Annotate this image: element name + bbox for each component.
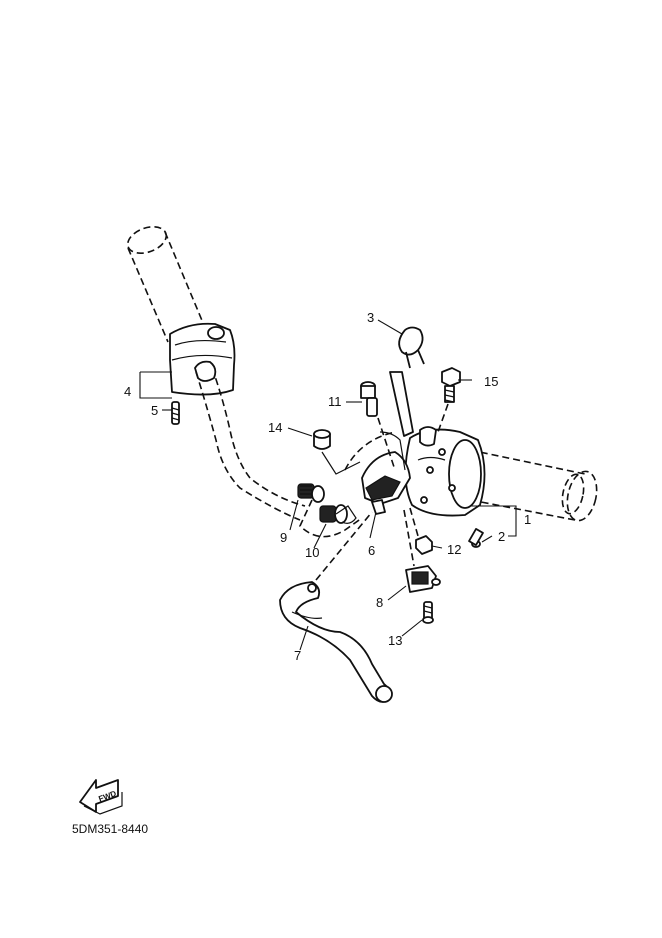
right-grip	[459, 449, 598, 522]
left-grip	[126, 226, 207, 343]
switch-part-8	[403, 509, 441, 593]
screw-part-2	[468, 528, 484, 548]
screw-part-5	[171, 401, 180, 425]
cap-part-14	[313, 429, 361, 475]
callout-11: 11	[328, 394, 342, 409]
pin-part-11	[360, 381, 396, 471]
cable	[389, 371, 414, 437]
callout-12: 12	[447, 542, 461, 557]
nut-part-12	[409, 507, 433, 555]
nut-part-10	[319, 504, 357, 524]
callout-15: 15	[484, 374, 498, 389]
nut-part-9	[297, 483, 325, 503]
callout-6: 6	[368, 543, 375, 558]
callout-numbers: 1 2 3 4 5 6 7 8 9 10 11 12 13 14 15	[124, 310, 531, 663]
callout-3: 3	[367, 310, 374, 325]
bolt-part-15	[437, 367, 461, 433]
callout-10: 10	[305, 545, 319, 560]
left-lever-dashed	[194, 360, 306, 521]
callout-13: 13	[388, 633, 402, 648]
screw-part-13	[422, 601, 434, 624]
callout-2: 2	[498, 529, 505, 544]
callout-5: 5	[151, 403, 158, 418]
callout-leaders	[139, 319, 517, 651]
callout-14: 14	[268, 420, 282, 435]
lever-part-7	[279, 511, 393, 703]
callout-8: 8	[376, 595, 383, 610]
left-switch-housing	[169, 322, 236, 396]
callout-7: 7	[294, 648, 301, 663]
callout-4: 4	[124, 384, 131, 399]
callout-9: 9	[280, 530, 287, 545]
fwd-arrow-icon: FWD	[79, 779, 123, 815]
clip-part-3	[398, 326, 425, 369]
right-switch-housing	[404, 426, 486, 517]
callout-1: 1	[524, 512, 531, 527]
drawing-code: 5DM351-8440	[72, 822, 149, 836]
lever-holder	[344, 431, 411, 515]
